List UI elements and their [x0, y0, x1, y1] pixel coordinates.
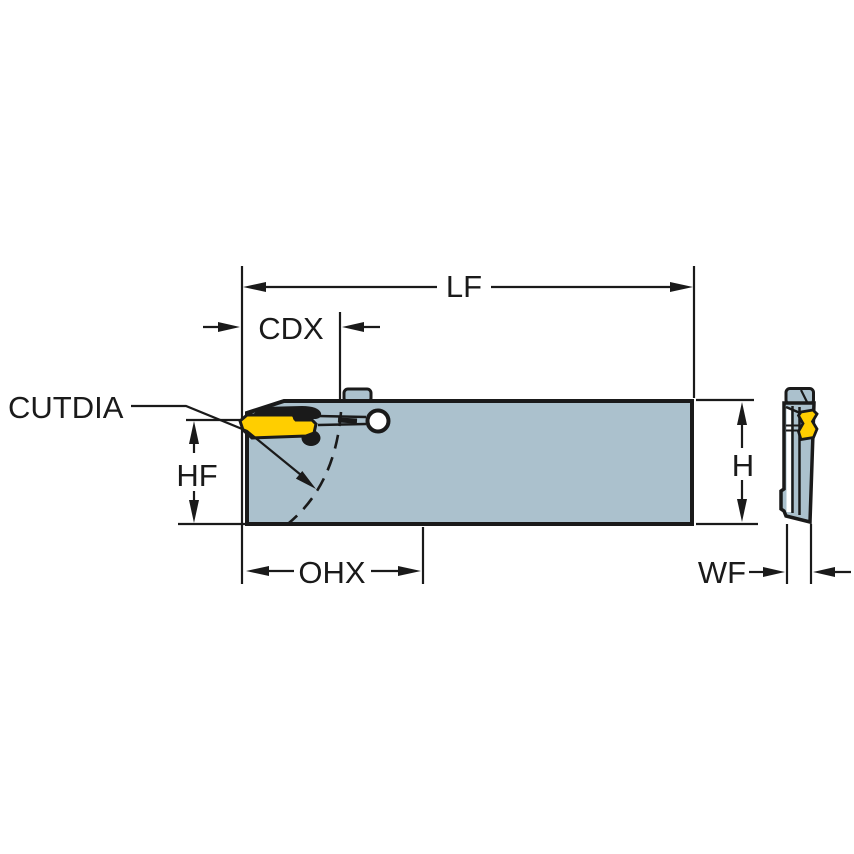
dimension-wf: WF [698, 555, 851, 590]
holder-body [245, 399, 694, 526]
insert-side [796, 408, 819, 442]
side-view [779, 387, 819, 525]
label-ohx: OHX [298, 555, 366, 590]
cutdia-arrow-icon [295, 471, 316, 489]
hf-arrow-up-icon [189, 421, 199, 444]
ohx-arrow-left-icon [246, 566, 269, 576]
ohx-arrow-right-icon [398, 566, 421, 576]
h-arrow-down-icon [737, 499, 747, 522]
wf-arrow-right-icon [813, 567, 835, 577]
cutdia-arc [283, 411, 343, 529]
dimension-hf: HF [176, 421, 218, 523]
dimension-lf: LF [243, 269, 693, 304]
label-h: H [732, 448, 754, 483]
wf-arrow-left-icon [763, 567, 785, 577]
pin-hole [365, 408, 391, 434]
side-blade-highlight [786, 408, 791, 512]
hf-arrow-down-icon [189, 500, 199, 523]
front-view [238, 387, 694, 529]
cutdia-callout: CUTDIA [8, 390, 316, 489]
lf-arrow-right-icon [670, 282, 693, 292]
label-lf: LF [446, 269, 482, 304]
dimension-h: H [732, 402, 754, 522]
label-cutdia: CUTDIA [8, 390, 124, 425]
side-cap-line [800, 389, 808, 403]
seat-slot-bottom [317, 422, 367, 427]
seat-slot-top [317, 414, 367, 419]
h-arrow-up-icon [737, 402, 747, 425]
seat-slot-key [337, 417, 358, 424]
dimension-ohx: OHX [246, 555, 421, 590]
label-hf: HF [176, 458, 217, 493]
label-cdx: CDX [258, 311, 324, 346]
cdx-arrow-left-icon [218, 322, 240, 332]
cdx-arrow-right-icon [342, 322, 364, 332]
cutdia-leader [131, 404, 302, 476]
lf-arrow-left-icon [243, 282, 266, 292]
insert-chipbreaker [293, 414, 313, 421]
label-wf: WF [698, 555, 746, 590]
dimension-cdx: CDX [203, 311, 380, 346]
